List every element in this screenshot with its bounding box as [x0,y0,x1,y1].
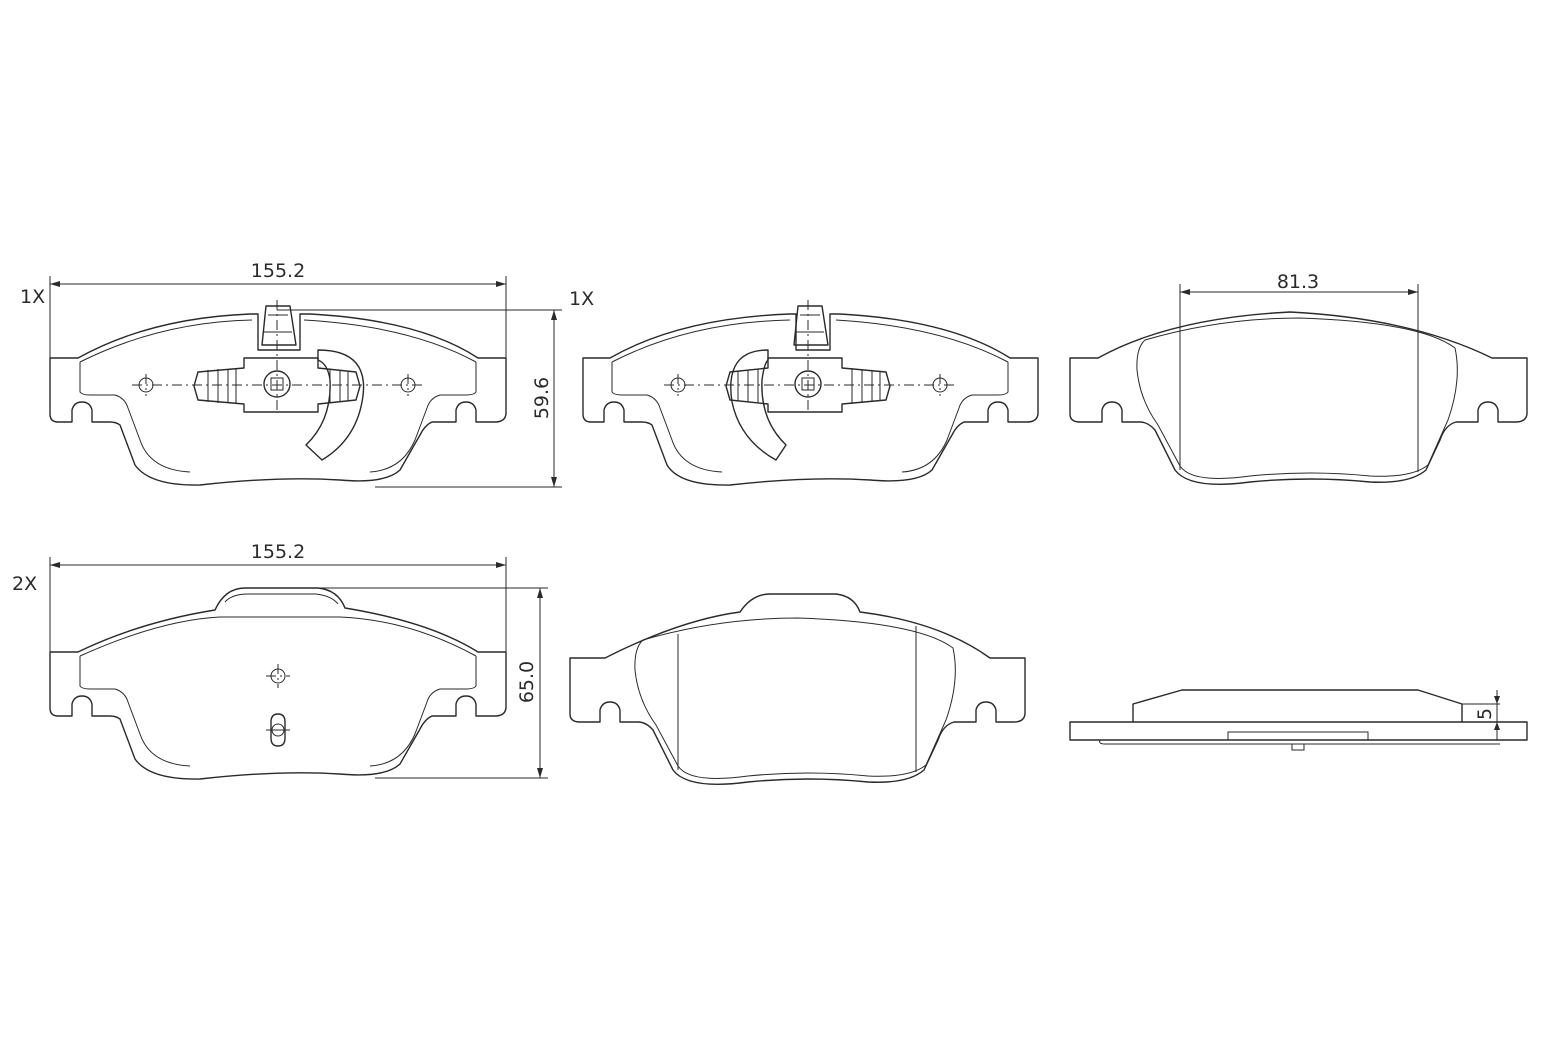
pad-side-profile [1069,689,1528,751]
dimension-friction-width [1179,284,1419,336]
quantity-label-top-left: 1X [20,286,45,308]
dimension-height-top [277,309,562,488]
pad-friction-side-without-sensor [569,593,1026,785]
dimension-label-thickness: 5 [1474,708,1496,720]
dimension-height-bottom [300,587,548,779]
pad-outer-with-sensor-back-view [582,300,1039,486]
dimension-label-width-bottom: 155.2 [251,541,305,563]
dimension-width-top [49,276,507,360]
pad-inner-with-sensor-front-view [49,300,507,486]
quantity-label-bottom-left: 2X [12,573,37,595]
pad-without-sensor-front-view [49,587,507,780]
dimension-label-height-top: 59.6 [531,377,553,419]
dimension-label-width-top: 155.2 [251,260,305,282]
pad-friction-side-view [1069,311,1528,485]
dimension-label-height-bottom: 65.0 [516,661,538,703]
dimension-label-friction-width: 81.3 [1277,271,1319,293]
dimension-width-bottom [49,557,507,654]
quantity-label-top-middle: 1X [569,288,594,310]
dimension-thickness [1462,690,1500,740]
